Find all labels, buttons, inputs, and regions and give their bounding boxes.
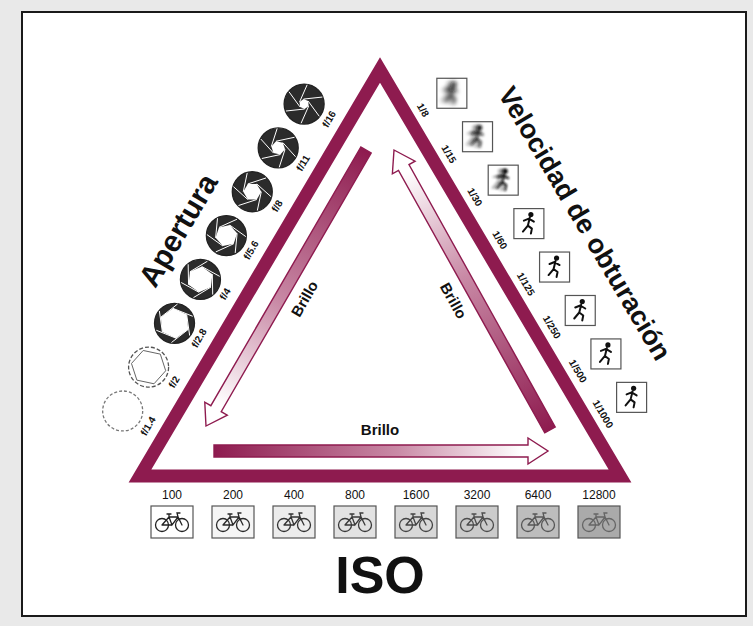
shutter-icon xyxy=(488,165,518,195)
aperture-icon xyxy=(180,259,220,299)
aperture-icon xyxy=(155,303,195,343)
brightness-arrow xyxy=(214,438,548,464)
exposure-triangle xyxy=(140,70,620,476)
iso-value: 200 xyxy=(223,489,243,502)
aperture-icon xyxy=(232,172,272,212)
shutter-icon xyxy=(463,122,493,152)
aperture-icon xyxy=(258,128,298,168)
iso-icon xyxy=(212,506,254,538)
axis-title: ISO xyxy=(335,547,425,604)
iso-value: 12800 xyxy=(582,489,615,502)
iso-value: 100 xyxy=(162,489,182,502)
iso-value: 800 xyxy=(345,489,365,502)
shutter-icon xyxy=(514,209,544,239)
iso-icon xyxy=(151,506,193,538)
iso-value: 6400 xyxy=(525,489,552,502)
iso-icon xyxy=(334,506,376,538)
iso-icon xyxy=(517,506,559,538)
aperture-icon xyxy=(206,216,246,256)
brightness-arrow xyxy=(205,147,371,426)
iso-value: 3200 xyxy=(464,489,491,502)
aperture-icon xyxy=(103,391,143,431)
iso-value: 400 xyxy=(284,489,304,502)
iso-icon xyxy=(273,506,315,538)
brightness-arrow xyxy=(392,150,555,433)
aperture-icon xyxy=(284,84,324,124)
panel xyxy=(22,12,746,616)
shutter-icon xyxy=(617,382,647,412)
iso-icon xyxy=(578,506,620,538)
iso-icon xyxy=(395,506,437,538)
shutter-icon xyxy=(437,78,467,108)
shutter-icon xyxy=(540,252,570,282)
iso-value: 1600 xyxy=(403,489,430,502)
aperture-icon xyxy=(129,347,169,387)
shutter-icon xyxy=(591,339,621,369)
shutter-icon xyxy=(565,295,595,325)
arrow-label: Brillo xyxy=(361,422,399,439)
iso-icon xyxy=(456,506,498,538)
